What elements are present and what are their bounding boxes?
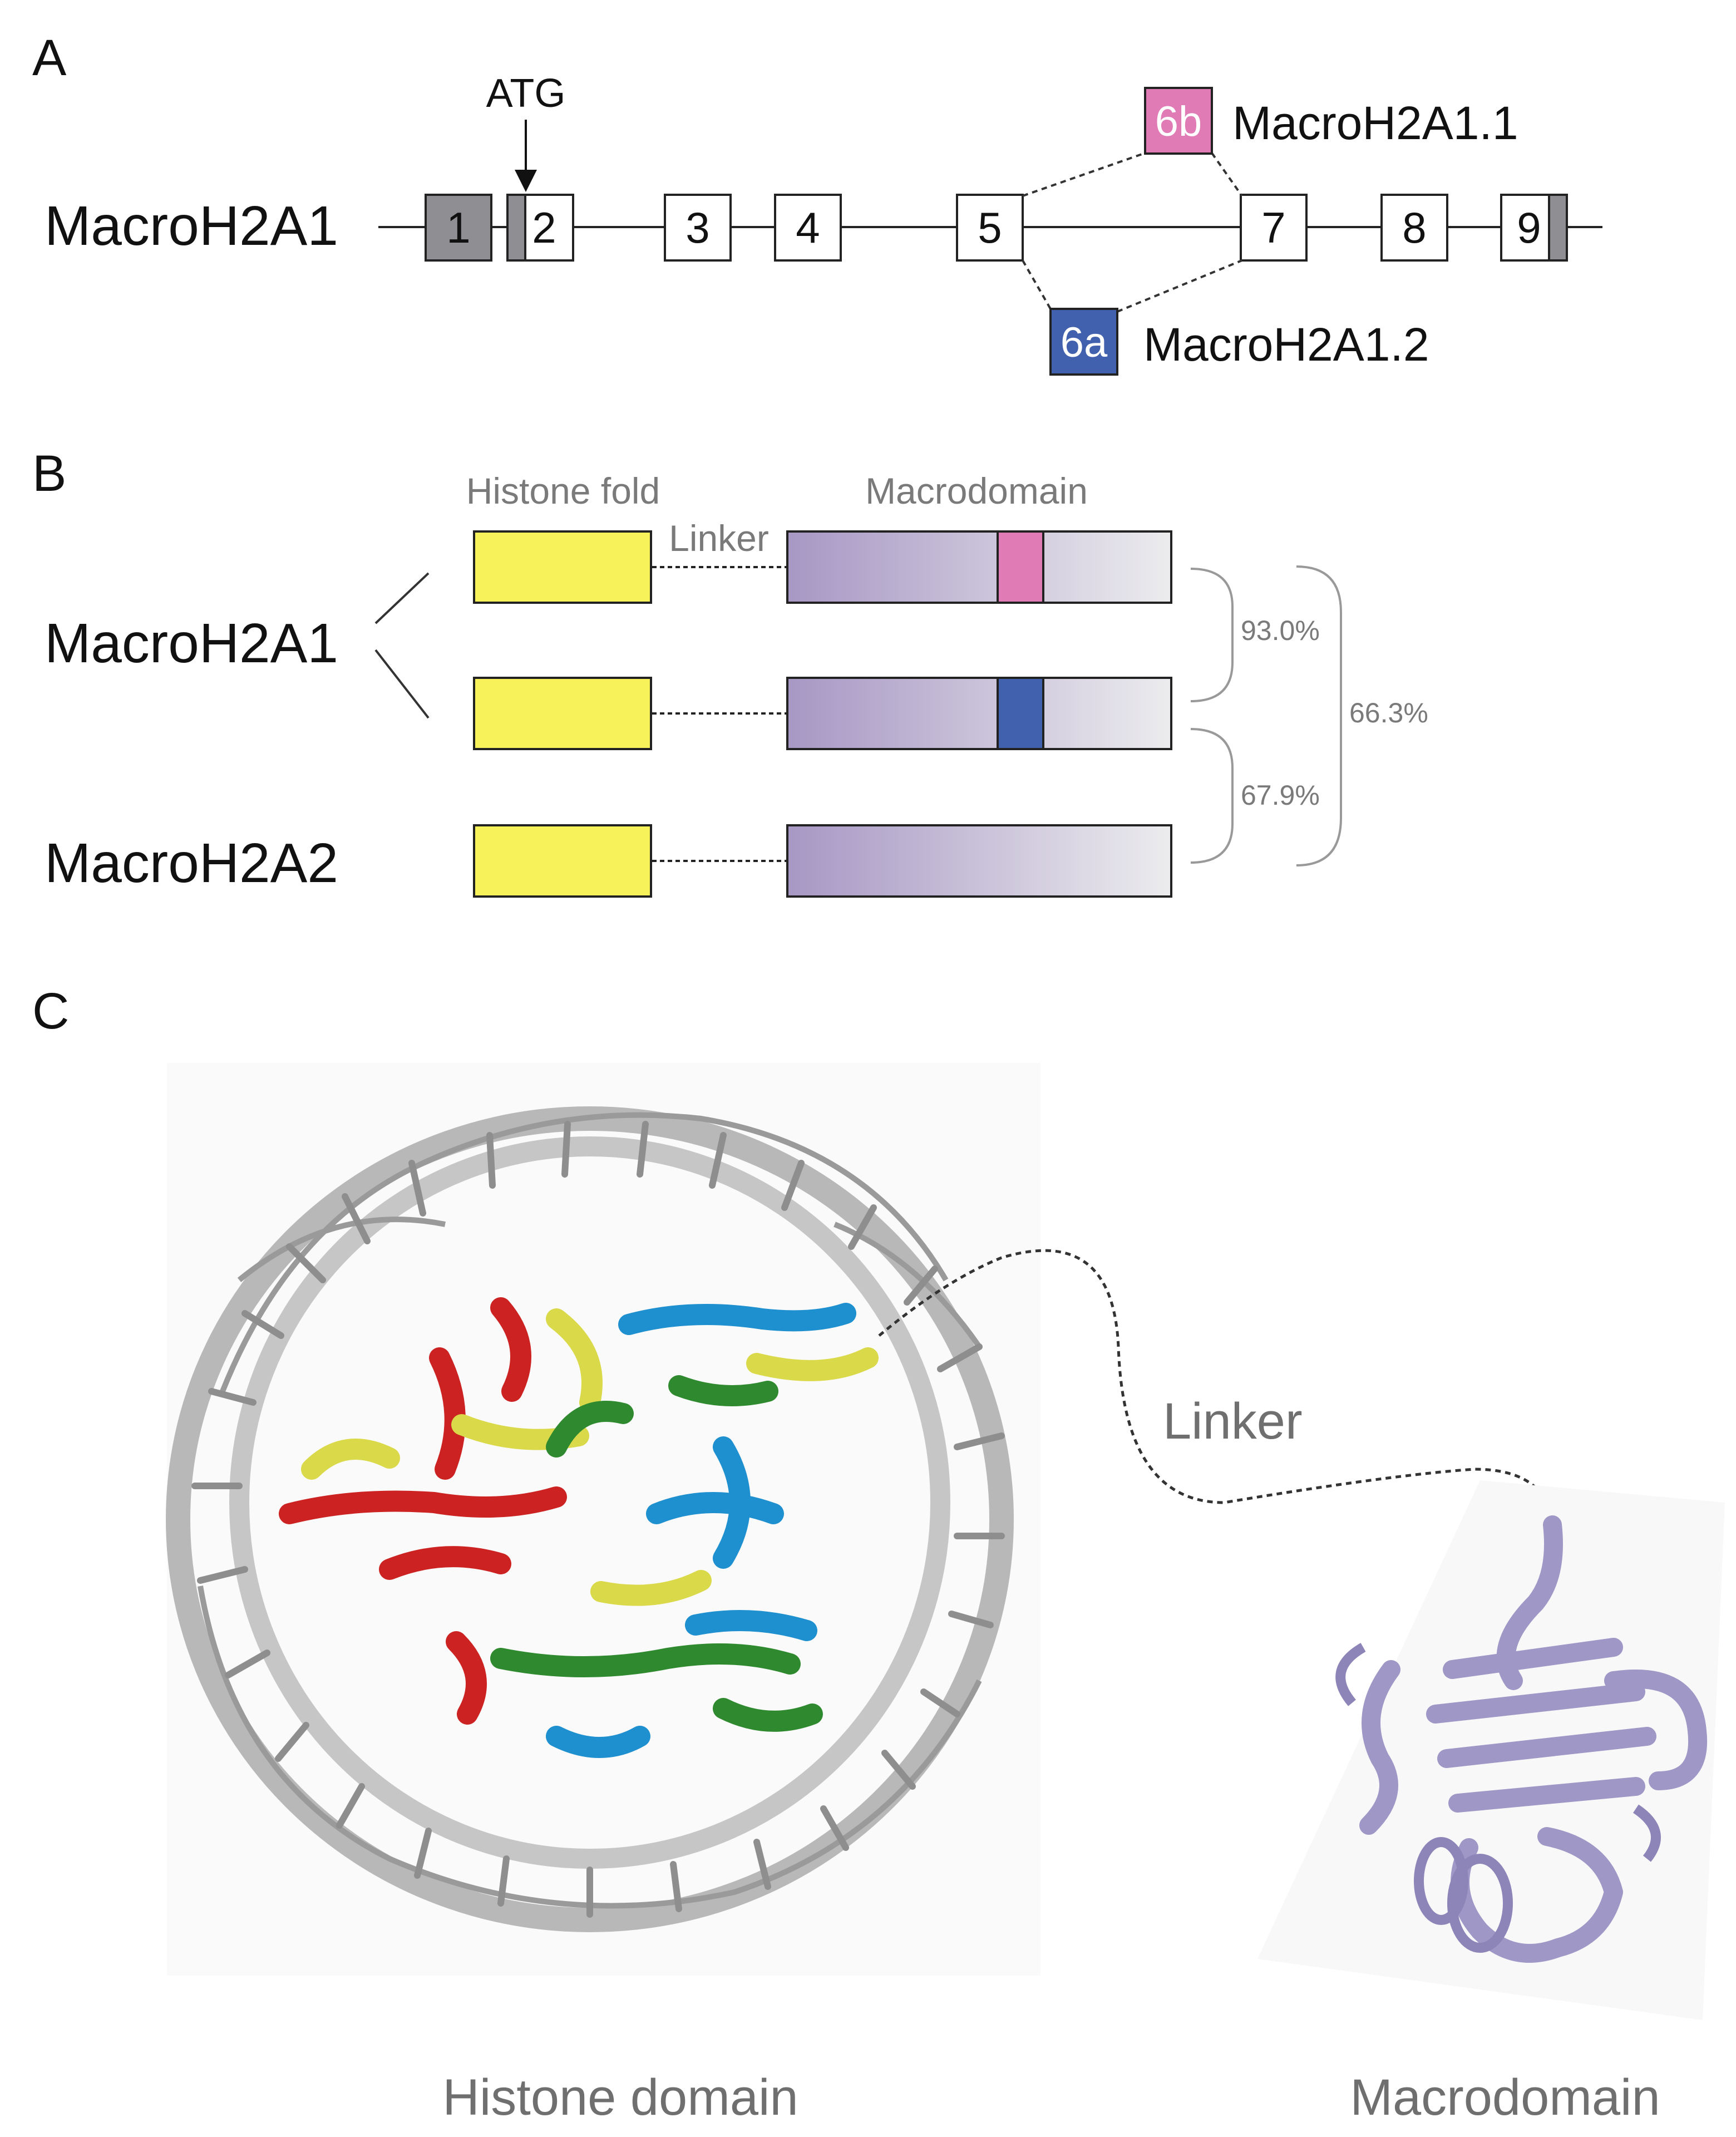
macrodomain-box (786, 530, 1172, 604)
exon-6b-label: 6b (1155, 98, 1202, 145)
nucleosome-structure-image (166, 1063, 1040, 1976)
exon-4-label: 4 (796, 203, 820, 252)
exon-5 (956, 194, 1024, 262)
exon-7-label: 7 (1261, 203, 1285, 252)
exon-7 (1240, 194, 1308, 262)
exon-3 (664, 194, 732, 262)
exon-9-utr (1548, 194, 1568, 262)
exon-6a-segment (997, 677, 1044, 750)
macrodomain-box (786, 677, 1172, 750)
protein-macroh2a1-label: MacroH2A1 (45, 612, 338, 674)
gene-name-label: MacroH2A1 (45, 195, 338, 257)
macrodomain-structure-image (1257, 1480, 1725, 2020)
exon-8-label: 8 (1402, 203, 1426, 252)
exon-1 (425, 194, 492, 262)
brace-679 (1190, 728, 1234, 864)
histone-fold-box (473, 824, 652, 898)
histone-fold-box (473, 530, 652, 604)
linker-label: Linker (1163, 1393, 1303, 1450)
brace-663 (1296, 565, 1342, 866)
histone-domain-label: Histone domain (442, 2069, 798, 2126)
macrodomain-label: Macrodomain (1350, 2069, 1660, 2126)
exon-4 (774, 194, 842, 262)
exon-6b (1144, 87, 1213, 155)
isoform-1-2-label: MacroH2A1.2 (1143, 318, 1429, 371)
exon-2-utr (506, 194, 526, 262)
exon-6a-label: 6a (1061, 319, 1108, 366)
exon-9-label: 9 (1517, 203, 1541, 252)
macrodomain-header: Macrodomain (865, 470, 1088, 511)
protein-row-macroh2a2 (473, 824, 1172, 898)
exon-6a (1049, 308, 1118, 376)
panel-b-label: B (32, 445, 66, 502)
isoform-split-lower (374, 649, 430, 719)
panel-b: B Histone fold Macrodomain Linker MacroH… (32, 445, 1428, 898)
exon-5-label: 5 (978, 203, 1002, 252)
isoform-split-upper (374, 572, 430, 624)
identity-679-label: 67.9% (1241, 780, 1320, 811)
linker-header: Linker (669, 518, 769, 559)
panel-c: C (32, 983, 1725, 2126)
exon-2-label: 2 (532, 203, 556, 252)
isoform-1-1-label: MacroH2A1.1 (1232, 97, 1518, 149)
protein-row-macroh2a1-1 (473, 530, 1172, 604)
linker-curve (878, 1249, 1554, 1525)
atg-label: ATG (486, 71, 566, 116)
macrodomain-box (786, 824, 1172, 898)
panel-c-label: C (32, 983, 69, 1040)
panel-a-label: A (32, 29, 67, 86)
identity-663-label: 66.3% (1349, 697, 1428, 728)
splice-paths (1022, 152, 1243, 313)
protein-macroh2a2-label: MacroH2A2 (45, 832, 338, 894)
exon-3-label: 3 (685, 203, 709, 252)
protein-row-macroh2a1-2 (473, 677, 1172, 750)
brace-93 (1190, 568, 1234, 702)
exon-1-label: 1 (446, 203, 470, 252)
exon-8 (1380, 194, 1448, 262)
histone-fold-header: Histone fold (466, 470, 660, 511)
exon-6b-segment (997, 530, 1044, 604)
identity-93-label: 93.0% (1241, 615, 1320, 646)
panel-a: A MacroH2A1 ATG 1 2 3 4 5 7 8 9 (32, 29, 1602, 376)
histone-fold-box (473, 677, 652, 750)
